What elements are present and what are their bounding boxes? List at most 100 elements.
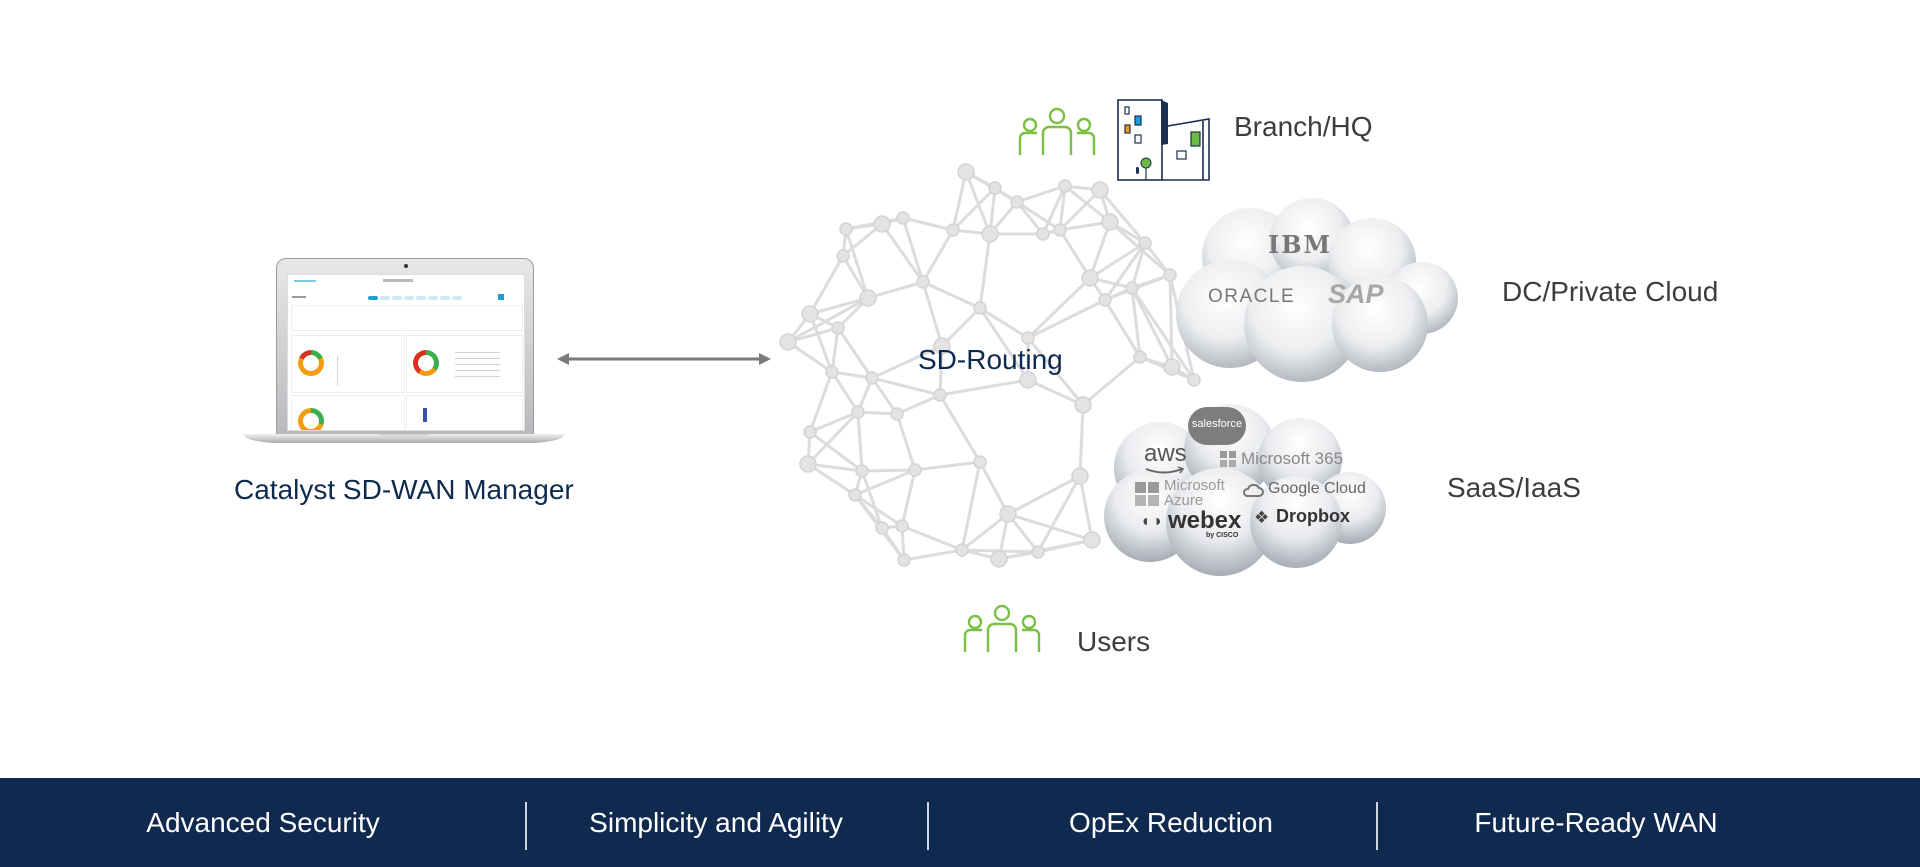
mesh-link bbox=[1078, 475, 1094, 541]
google-cloud-icon bbox=[1243, 483, 1264, 497]
mesh-link bbox=[836, 327, 874, 379]
mesh-node bbox=[890, 407, 904, 421]
salesforce-logo: salesforce bbox=[1188, 407, 1246, 445]
laptop-base bbox=[244, 434, 564, 443]
mesh-node bbox=[981, 225, 999, 243]
mesh-node bbox=[1010, 195, 1024, 209]
mesh-node bbox=[1036, 227, 1050, 241]
mesh-node bbox=[1163, 358, 1181, 376]
mesh-node bbox=[801, 305, 819, 323]
mesh-link bbox=[1098, 189, 1147, 244]
aws-logo: aws bbox=[1144, 440, 1187, 467]
mesh-node bbox=[1101, 213, 1119, 231]
microsoft-azure-icon bbox=[1135, 482, 1159, 506]
microsoft-365-icon bbox=[1220, 451, 1236, 467]
mesh-link bbox=[809, 430, 863, 473]
mesh-link bbox=[1007, 474, 1081, 516]
mesh-node bbox=[1163, 268, 1177, 282]
mesh-link bbox=[1078, 404, 1085, 477]
mesh-link bbox=[1027, 298, 1106, 340]
mesh-link bbox=[854, 493, 903, 528]
aws-smile-icon bbox=[1145, 466, 1185, 474]
mesh-node bbox=[831, 321, 845, 335]
mesh-link bbox=[807, 462, 863, 473]
mesh-node bbox=[1058, 179, 1072, 193]
mesh-link bbox=[787, 340, 833, 374]
laptop-camera bbox=[404, 264, 408, 268]
mesh-node bbox=[933, 337, 951, 355]
mesh-link bbox=[1026, 337, 1085, 406]
mesh-link bbox=[951, 186, 997, 232]
mesh-link bbox=[1058, 229, 1092, 279]
pillar-divider bbox=[927, 802, 929, 850]
salesforce-text: salesforce bbox=[1191, 418, 1243, 430]
dropbox-logo: Dropbox bbox=[1276, 506, 1350, 526]
value-pillars-banner: Advanced Security Simplicity and Agility… bbox=[0, 778, 1920, 867]
mesh-node bbox=[855, 464, 869, 478]
mesh-link bbox=[809, 296, 869, 316]
mesh-link bbox=[978, 461, 1010, 515]
laptop-lid bbox=[276, 258, 534, 436]
mesh-node bbox=[836, 249, 850, 263]
mesh-link bbox=[1082, 355, 1141, 407]
mesh-link bbox=[1064, 184, 1111, 224]
mesh-link bbox=[808, 371, 834, 433]
mesh-link bbox=[830, 371, 860, 413]
mesh-node bbox=[1071, 467, 1089, 485]
branch-hq-label: Branch/HQ bbox=[1234, 111, 1373, 142]
mesh-link bbox=[844, 228, 870, 299]
pillar-divider bbox=[525, 802, 527, 850]
mesh-link bbox=[938, 394, 982, 463]
mesh-link bbox=[961, 512, 1009, 552]
google-cloud-logo: Google Cloud bbox=[1268, 480, 1366, 497]
mesh-link bbox=[979, 306, 1029, 340]
mesh-node bbox=[1019, 371, 1037, 389]
mesh-link bbox=[1103, 299, 1142, 358]
mesh-link bbox=[1130, 287, 1174, 368]
mesh-link bbox=[808, 255, 845, 315]
mesh-link bbox=[914, 460, 981, 472]
mesh-node bbox=[1138, 236, 1152, 250]
private-cloud-icon bbox=[1176, 198, 1458, 382]
building-icon bbox=[1117, 99, 1210, 181]
mesh-node bbox=[1021, 331, 1035, 345]
mesh-node bbox=[799, 455, 817, 473]
mesh-link bbox=[1088, 221, 1112, 279]
mesh-link bbox=[1016, 200, 1061, 232]
mesh-node bbox=[955, 543, 969, 557]
mesh-link bbox=[951, 171, 968, 231]
mesh-node bbox=[875, 521, 889, 535]
mesh-node bbox=[859, 289, 877, 307]
ibm-logo: IBM bbox=[1268, 230, 1333, 259]
mesh-link bbox=[809, 410, 859, 434]
mesh-node bbox=[1125, 281, 1139, 295]
dashboard-tabs bbox=[368, 287, 464, 305]
pillar-advanced-security: Advanced Security bbox=[146, 806, 380, 838]
mesh-node bbox=[1074, 396, 1092, 414]
mesh-link bbox=[903, 548, 963, 562]
mesh-link bbox=[871, 344, 943, 380]
mesh-link bbox=[870, 377, 899, 415]
microsoft-azure-logo: Microsoft Azure bbox=[1164, 477, 1225, 509]
dashboard-panel-top-applications bbox=[406, 395, 523, 430]
mesh-link bbox=[921, 229, 955, 283]
users-label: Users bbox=[1077, 626, 1151, 657]
mesh-node bbox=[825, 365, 839, 379]
microsoft-365-logo: Microsoft 365 bbox=[1241, 449, 1344, 468]
mesh-node bbox=[990, 550, 1008, 568]
mesh-link bbox=[854, 468, 916, 497]
mesh-node bbox=[1091, 181, 1109, 199]
mesh-link bbox=[940, 306, 982, 348]
mesh-node bbox=[999, 505, 1017, 523]
mesh-node bbox=[1083, 531, 1101, 549]
dashboard-panel-edge-health bbox=[291, 395, 405, 430]
mesh-node bbox=[1081, 269, 1099, 287]
mesh-node bbox=[851, 405, 865, 419]
oracle-logo: ORACLE bbox=[1208, 286, 1296, 307]
mesh-node bbox=[896, 211, 910, 225]
mesh-link bbox=[978, 307, 1030, 381]
mesh-node bbox=[779, 333, 797, 351]
mesh-link bbox=[1015, 201, 1045, 235]
double-headed-arrow-icon bbox=[557, 353, 771, 365]
top-app-bar bbox=[423, 408, 427, 422]
